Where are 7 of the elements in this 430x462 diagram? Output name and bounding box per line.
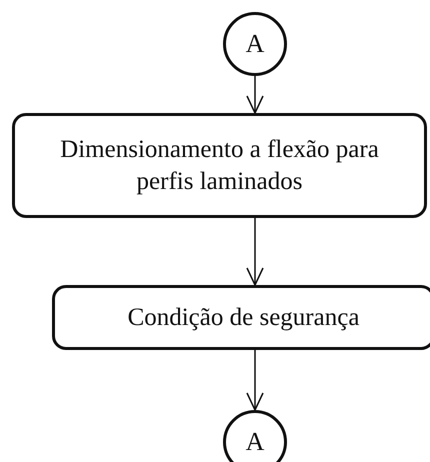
connector-circle: A — [223, 410, 287, 462]
connector-circle: A — [223, 12, 287, 76]
arrow — [246, 350, 264, 411]
process-box: Dimensionamento a flexão para perfis laminados — [12, 113, 427, 218]
arrow — [246, 76, 264, 114]
process-box: Condição de segurança — [52, 285, 430, 350]
arrow — [246, 218, 264, 286]
